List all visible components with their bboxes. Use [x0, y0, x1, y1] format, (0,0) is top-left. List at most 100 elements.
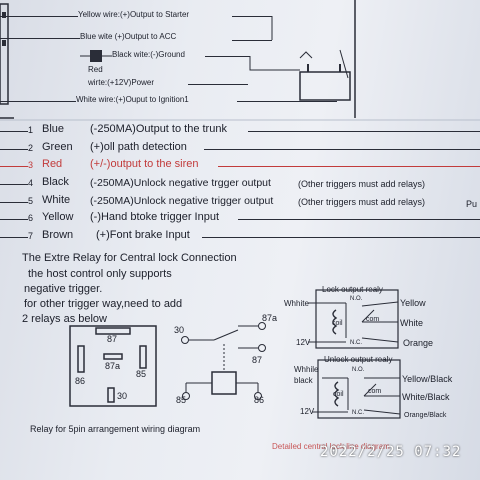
pin-desc: (-250MA)Unlock negative trgger output — [90, 177, 271, 189]
connector-outline — [0, 3, 9, 105]
lock-wire — [361, 337, 399, 343]
pin-desc: (+)Font brake Input — [96, 229, 190, 241]
pin-tail — [202, 237, 480, 238]
relay-pin-85 — [139, 345, 147, 369]
lock-com-label: com — [366, 316, 380, 323]
pin-tail — [204, 149, 480, 150]
lock-left-bottom: 12V — [296, 338, 311, 347]
relay-body-outline — [69, 325, 157, 407]
terminal-86 — [254, 392, 262, 400]
battery-icon — [299, 71, 351, 101]
relay-pin-label: 87 — [107, 334, 118, 344]
frame-line — [249, 56, 300, 71]
pin-tail-red — [218, 166, 480, 167]
extra-relay-line: the host control only supports — [28, 268, 172, 280]
lock-right-top: Yellow — [400, 298, 426, 308]
pin-number: 3 — [28, 160, 34, 170]
schematic-pin-label: 85 — [176, 395, 187, 405]
lock-wire — [361, 301, 399, 307]
unlock-switch-arm — [363, 383, 377, 397]
unlock-right-bottom: Orange/Black — [404, 412, 447, 419]
wire-line-ignition-right — [237, 101, 337, 102]
terminal-30 — [181, 336, 189, 344]
wire-label-power-b: wirte:(+12V)Power — [88, 78, 155, 87]
photo-timestamp: 2022/2/25 07:32 — [320, 444, 462, 460]
wire-line-ignition — [0, 101, 76, 102]
relay-pin-label: 30 — [117, 391, 128, 401]
lock-left-top: Whhite — [284, 299, 309, 308]
unlock-nc-label: N.C. — [352, 410, 364, 416]
pin-desc: (-)Hand btoke trigger Input — [90, 211, 220, 223]
wire-label-ignition: White wire:(+)Ouput to Ignition1 — [76, 95, 189, 104]
relay-caption: Relay for 5pin arrangement wiring diagra… — [30, 424, 201, 434]
wire-line-ground-right — [205, 56, 250, 57]
unlock-left-top-b: black — [294, 376, 313, 385]
side-fragment: Pu — [466, 199, 478, 209]
terminal-85 — [182, 392, 190, 400]
pin-color: Green — [42, 141, 73, 153]
relay-pin-87 — [95, 327, 131, 335]
pin-color: White — [42, 194, 71, 206]
relay-pin-30 — [107, 387, 115, 403]
relay-pin-label: 86 — [75, 376, 86, 386]
wire-label-acc: Blue wite (+)Output to ACC — [80, 32, 177, 41]
pin-desc: (-250MA)Unlock negative trigger output — [90, 195, 274, 207]
unlock-coil-icon — [334, 381, 340, 407]
relay-coil-icon — [211, 371, 237, 395]
wire-line-starter — [0, 16, 78, 17]
connector-pin — [2, 40, 6, 46]
pin-desc: (+/-)output to the siren — [90, 158, 199, 170]
pin-line-red — [0, 166, 28, 167]
wire-line-acc — [0, 38, 80, 39]
wire-line-power-right — [188, 84, 248, 85]
relay-switch-arm — [213, 329, 239, 341]
unlock-com-label: com — [368, 388, 382, 395]
pin-color: Yellow — [42, 211, 74, 223]
pin-color: Black — [42, 176, 69, 188]
lock-coil-label: coil — [332, 320, 343, 327]
relay-pin-87a — [103, 353, 123, 360]
pin-line — [0, 219, 28, 220]
unlock-left-bottom: 12V — [300, 407, 315, 416]
unlock-coil-label: coil — [333, 391, 344, 398]
extra-relay-line: for other trigger way,need to add — [24, 298, 183, 310]
pin-number: 1 — [28, 125, 34, 135]
pin-line — [0, 237, 28, 238]
unlock-no-label: N.O. — [352, 367, 365, 373]
terminal-87a — [258, 322, 266, 330]
extra-relay-line: 2 relays as below — [22, 313, 107, 325]
ground-symbol-icon — [299, 51, 313, 59]
schematic-pin-label: 87a — [262, 313, 278, 323]
pin-number: 4 — [28, 178, 34, 188]
bottom-fragment: Detailed central lock line diagram — [272, 442, 390, 451]
wire-line-starter-right — [232, 16, 272, 17]
pin-desc: (-250MA)Output to the trunk — [90, 123, 227, 135]
pin-tail — [248, 131, 480, 132]
pin-color: Blue — [42, 123, 65, 135]
wire-label-starter: Yellow wire:(+)Output to Starter — [78, 10, 190, 19]
pin-number: 7 — [28, 231, 34, 241]
terminal-87 — [258, 344, 266, 352]
lock-coil-icon — [332, 309, 338, 335]
pin-color: Brown — [42, 229, 74, 241]
unlock-panel-frame — [317, 359, 401, 419]
frame-line — [339, 49, 349, 79]
relay-pin-86 — [77, 345, 85, 373]
pin-line — [0, 131, 28, 132]
lock-right-mid: White — [400, 318, 424, 328]
pin-number: 5 — [28, 196, 34, 206]
unlock-right-top: Yellow/Black — [402, 374, 453, 384]
lock-right-bottom: Orange — [403, 338, 434, 348]
schematic-pin-label: 30 — [174, 325, 185, 335]
lock-switch-arm — [361, 309, 375, 323]
unlock-left-top-a: Whhile — [294, 365, 319, 374]
pin-desc: (+)oll path detection — [90, 141, 187, 153]
unlock-right-mid: White/Black — [402, 392, 450, 402]
wire-label-ground: Black wite:(-)Ground — [112, 50, 185, 59]
pin-note: (Other triggers must add relays) — [298, 179, 426, 189]
wire-line-acc-right — [232, 40, 272, 41]
lock-nc-label: N.C. — [350, 340, 362, 346]
unlock-wire — [363, 409, 401, 415]
connector-pin — [2, 12, 6, 18]
